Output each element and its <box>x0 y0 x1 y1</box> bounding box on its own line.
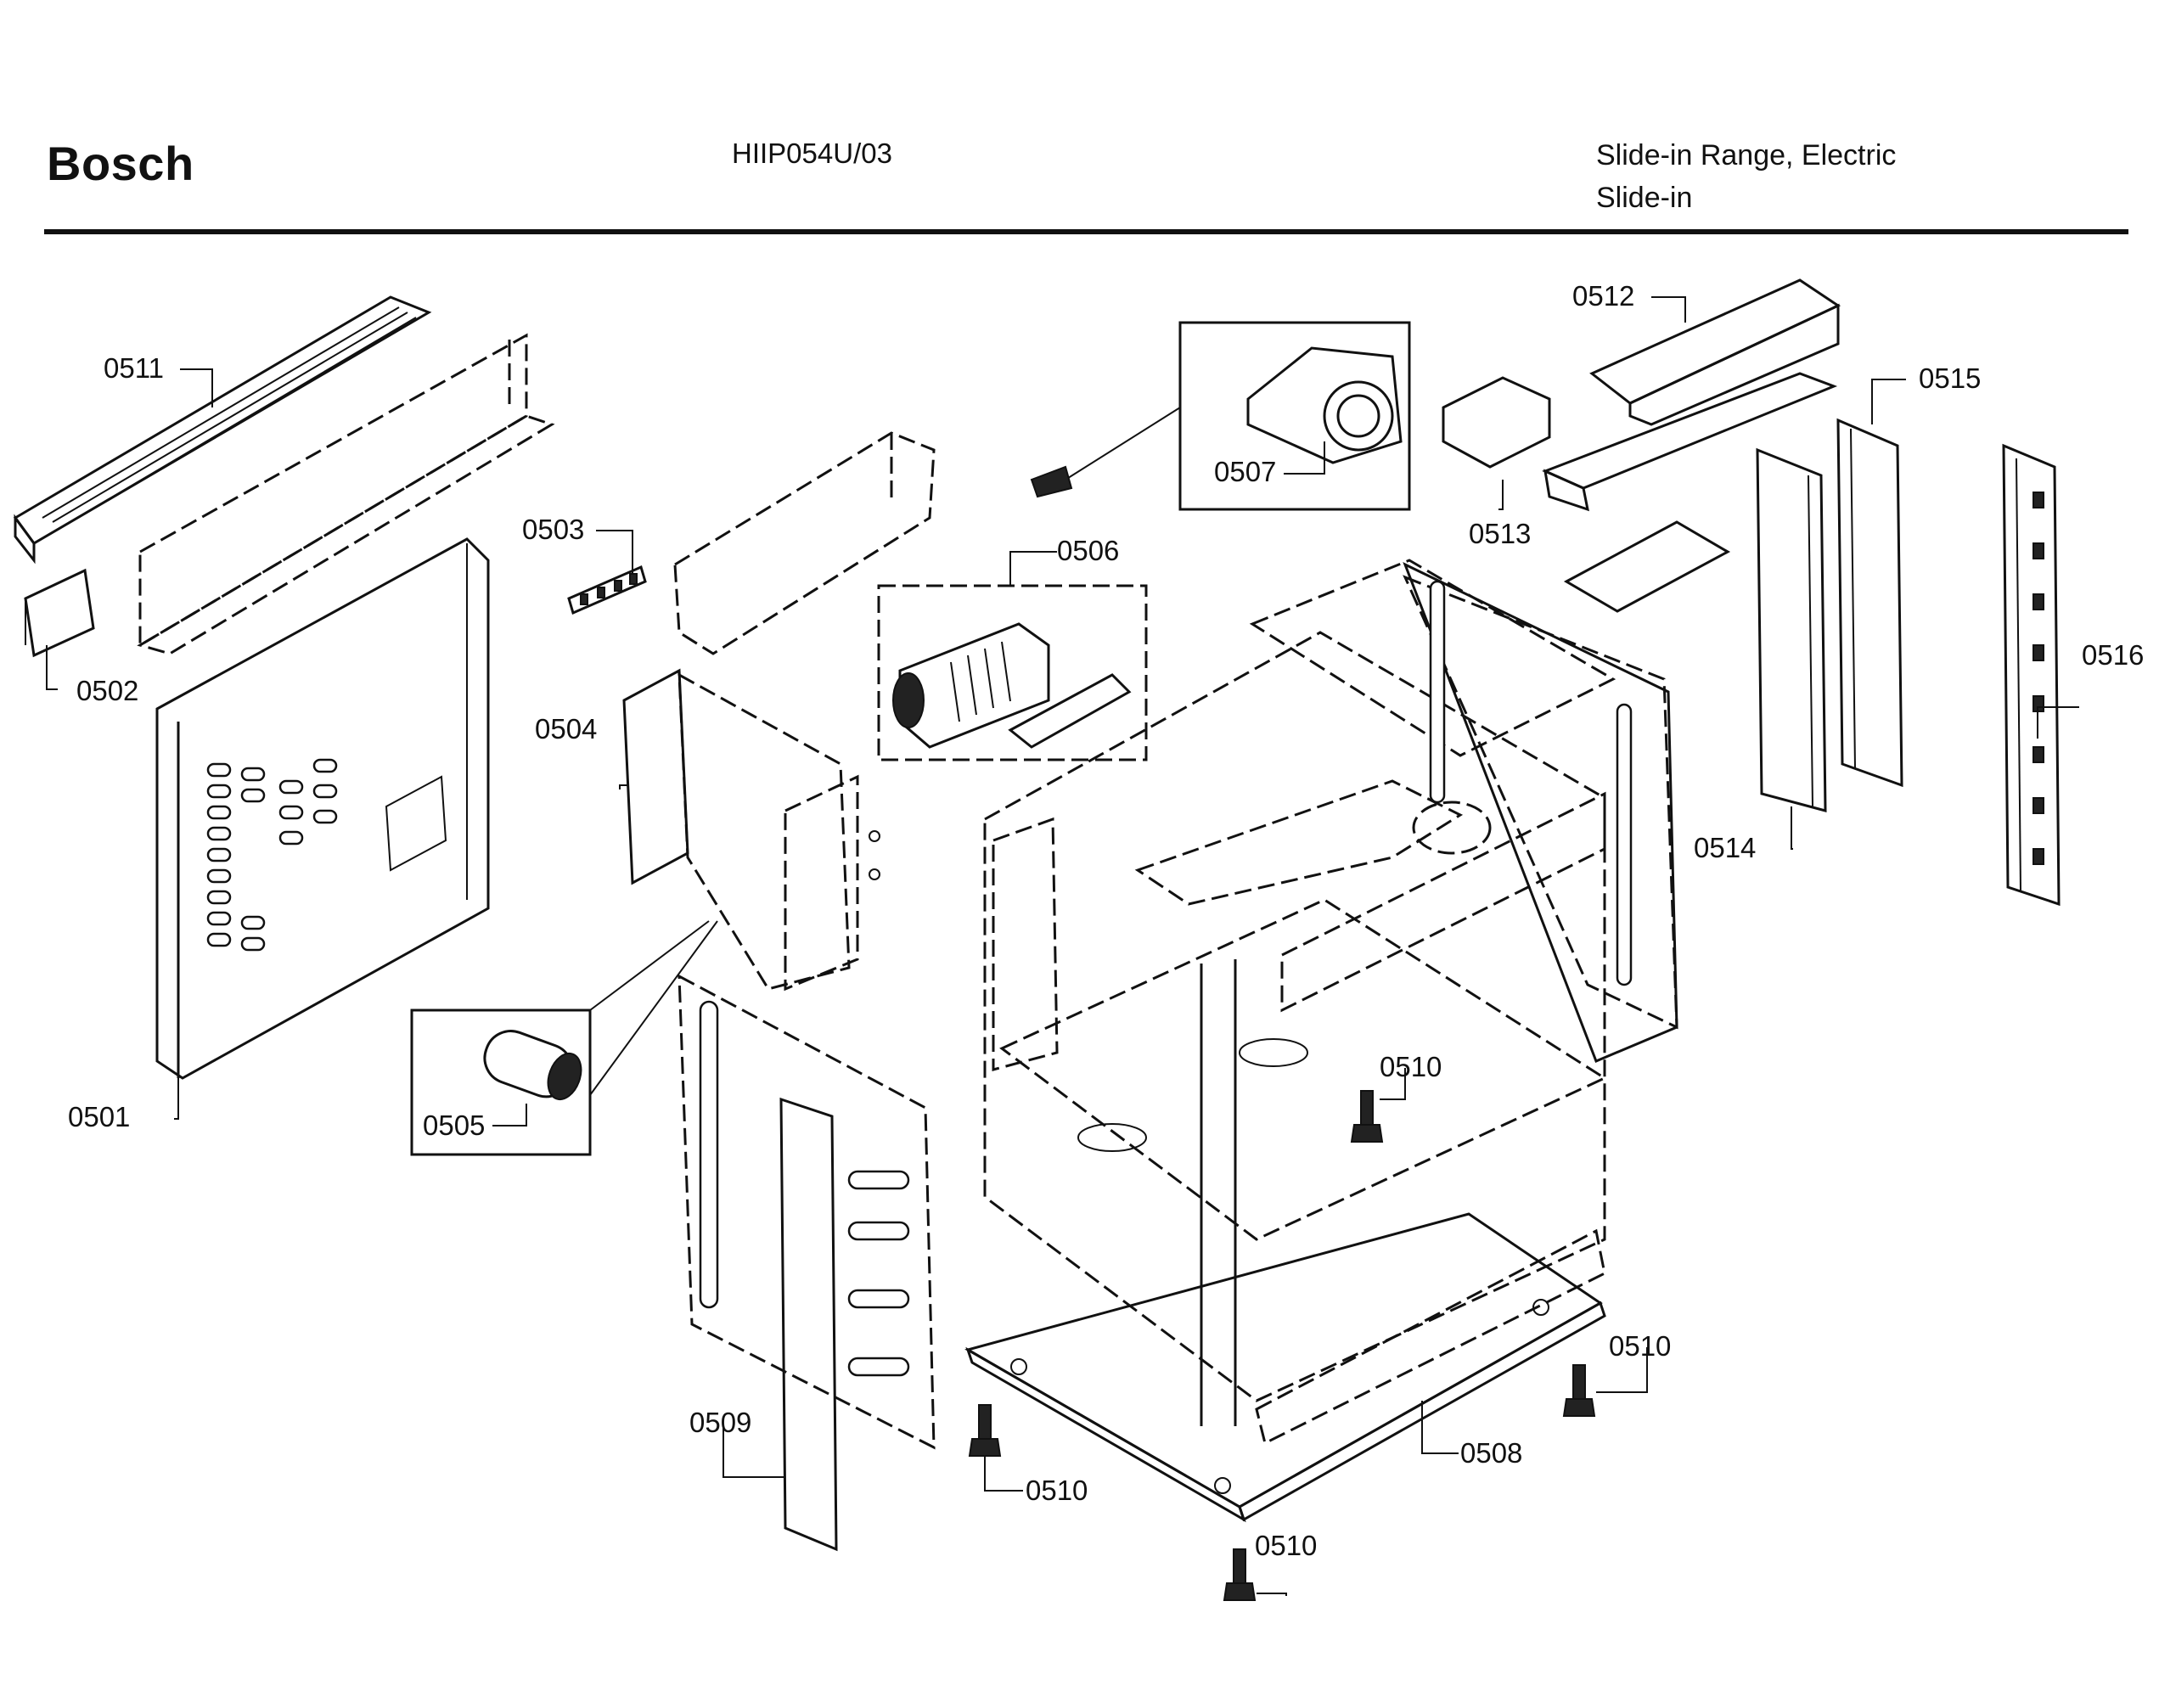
part-0511-vent-trim <box>13 295 432 565</box>
callout-0510-c: 0510 <box>1026 1475 1088 1506</box>
product-subcategory: Slide-in <box>1596 182 1693 214</box>
part-0507-thermostat-inset <box>1030 321 1411 511</box>
right-cavity-side-panel <box>1403 575 1678 1030</box>
oven-cavity-assembly <box>983 559 1678 1446</box>
rear-bracket <box>673 431 936 655</box>
callout-0509: 0509 <box>689 1407 751 1438</box>
callout-0505: 0505 <box>423 1110 485 1141</box>
callout-0508: 0508 <box>1460 1437 1522 1469</box>
callout-0514: 0514 <box>1694 832 1756 863</box>
callout-0513: 0513 <box>1469 518 1531 549</box>
part-0510-screws <box>968 1090 1596 1601</box>
header-rule <box>44 229 2128 234</box>
callout-0502: 0502 <box>76 675 138 706</box>
part-0503-terminal-block <box>567 565 647 615</box>
part-0512-top-channel <box>1589 278 1841 426</box>
small-bracket <box>1442 376 1551 469</box>
part-0509-side-panel <box>677 974 936 1552</box>
leader-lines <box>46 296 2079 1596</box>
callout-0504: 0504 <box>535 713 597 744</box>
brand-name: Bosch <box>47 137 194 190</box>
callout-0516: 0516 <box>2082 639 2144 671</box>
support-bracket <box>1563 520 1731 613</box>
part-0504-control-board <box>622 668 880 992</box>
callout-0510-a: 0510 <box>1380 1051 1442 1082</box>
part-0516-side-rail <box>2002 443 2061 907</box>
part-0501-side-panel <box>155 537 490 1080</box>
callout-0501: 0501 <box>68 1101 130 1132</box>
callout-0506: 0506 <box>1057 535 1119 566</box>
part-0513-bracket-rail <box>1542 372 1838 512</box>
part-0508-bottom-tray <box>964 1212 1606 1523</box>
part-labels: 0511 0502 0503 0504 0501 0505 0506 0507 … <box>68 280 2144 1561</box>
callout-0515: 0515 <box>1919 362 1981 394</box>
callout-0503: 0503 <box>522 514 584 545</box>
rear-dashed-panel <box>137 333 555 655</box>
callout-0510-d: 0510 <box>1255 1530 1317 1561</box>
callout-0510-b: 0510 <box>1609 1330 1671 1362</box>
callout-0507: 0507 <box>1214 456 1276 487</box>
callout-0512: 0512 <box>1572 280 1634 312</box>
model-number: HIIP054U/03 <box>732 138 892 169</box>
part-0502-cover-plate <box>24 568 95 658</box>
product-category: Slide-in Range, Electric <box>1596 139 1897 171</box>
part-0505-capacitor-inset <box>410 920 718 1156</box>
part-0506-convection-fan-inset <box>877 584 1148 761</box>
part-0514-panel <box>1756 447 1827 812</box>
callout-0511: 0511 <box>104 352 164 384</box>
part-0515-panel <box>1836 418 1903 788</box>
